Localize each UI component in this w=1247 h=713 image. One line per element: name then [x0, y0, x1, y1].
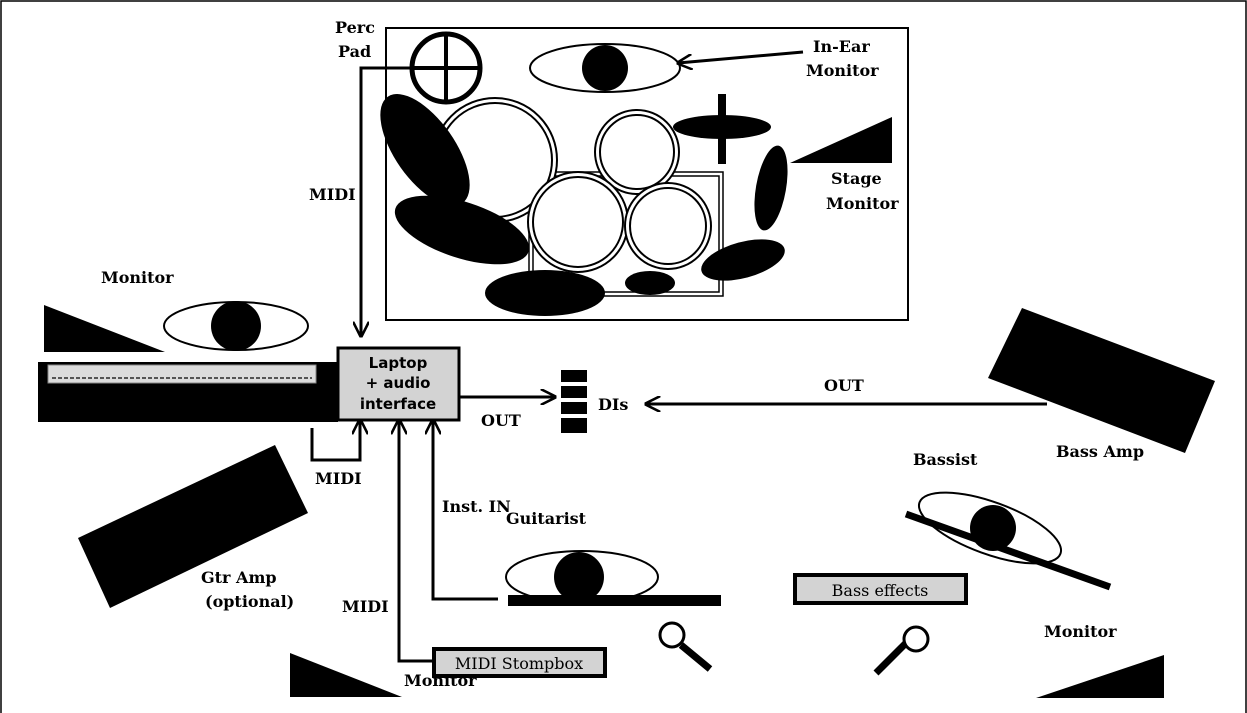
- out-bass-label: OUT: [824, 376, 864, 395]
- guitar-monitor-label: Monitor: [404, 671, 477, 690]
- cymbal-top: [673, 115, 771, 139]
- keys-monitor-label: Monitor: [101, 268, 174, 287]
- in-ear-arrow: [678, 50, 804, 63]
- cymbal-left: [380, 94, 470, 206]
- guitar: [508, 595, 721, 606]
- keys-monitor-wedge: [44, 305, 165, 352]
- midi-keys-label: MIDI: [315, 469, 362, 488]
- guitarist-label: Guitarist: [506, 509, 587, 528]
- midi-perc-label: MIDI: [309, 185, 356, 204]
- perc-pad-label-1: Perc: [335, 18, 375, 37]
- stage-monitor-wedge: [790, 117, 892, 163]
- gtr-amp-label-1: Gtr Amp: [201, 568, 277, 587]
- laptop-label-2: + audio: [366, 374, 431, 392]
- stage-monitor-label-2: Monitor: [826, 194, 899, 213]
- stage-monitor-label-1: Stage: [831, 169, 882, 188]
- cymbal-right-low: [701, 239, 785, 281]
- midi-stompbox-label: MIDI Stompbox: [455, 654, 583, 673]
- perc-pad-label-2: Pad: [338, 42, 371, 61]
- bass-monitor-label: Monitor: [1044, 622, 1117, 641]
- midi-stompbox-wire: [399, 420, 434, 663]
- dis-label: DIs: [598, 395, 628, 414]
- midi-wire-keys: [310, 420, 360, 462]
- snare-drum: [527, 171, 629, 273]
- guitar-monitor-wedge: [290, 653, 402, 697]
- laptop-label-1: Laptop: [369, 354, 428, 372]
- midi-stompbox: [432, 647, 607, 678]
- out-laptop-label: OUT: [481, 411, 521, 430]
- guitar-mic-icon: [658, 621, 713, 672]
- inst-in-label: Inst. IN: [442, 497, 511, 516]
- gtr-amp-label-2: (optional): [205, 592, 294, 611]
- inst-in-wire: [433, 420, 498, 601]
- laptop-label-3: interface: [360, 395, 436, 413]
- bass-mic-icon: [873, 625, 930, 676]
- perc-pad: [409, 31, 483, 105]
- cymbal-ride: [754, 145, 788, 231]
- keyboard-keys: [47, 364, 317, 384]
- cymbal-hihat: [485, 270, 605, 316]
- guitarist-head: [554, 552, 604, 602]
- bass-effects-label: Bass effects: [832, 581, 929, 600]
- rack-tom-small: [594, 109, 680, 195]
- midi-stompbox-wire-label: MIDI: [342, 597, 389, 616]
- in-ear-label-2: Monitor: [806, 61, 879, 80]
- midi-wire-perc-pad: [361, 66, 413, 336]
- mid-tom: [624, 182, 712, 270]
- bass-monitor-wedge: [1036, 655, 1164, 698]
- guitar-amp: [78, 445, 308, 608]
- cymbal-small: [625, 271, 675, 295]
- keyboardist-head: [211, 301, 261, 351]
- in-ear-label-1: In-Ear: [813, 37, 870, 56]
- bass-effects-pedalboard: [793, 573, 968, 605]
- bass-amp: [988, 308, 1215, 453]
- cymbal-crash: [394, 195, 530, 265]
- bassist-label: Bassist: [913, 450, 978, 469]
- di-boxes: [561, 370, 587, 433]
- bass-guitar: [904, 510, 1112, 591]
- drummer-head: [582, 45, 628, 91]
- bass-amp-label: Bass Amp: [1056, 442, 1144, 461]
